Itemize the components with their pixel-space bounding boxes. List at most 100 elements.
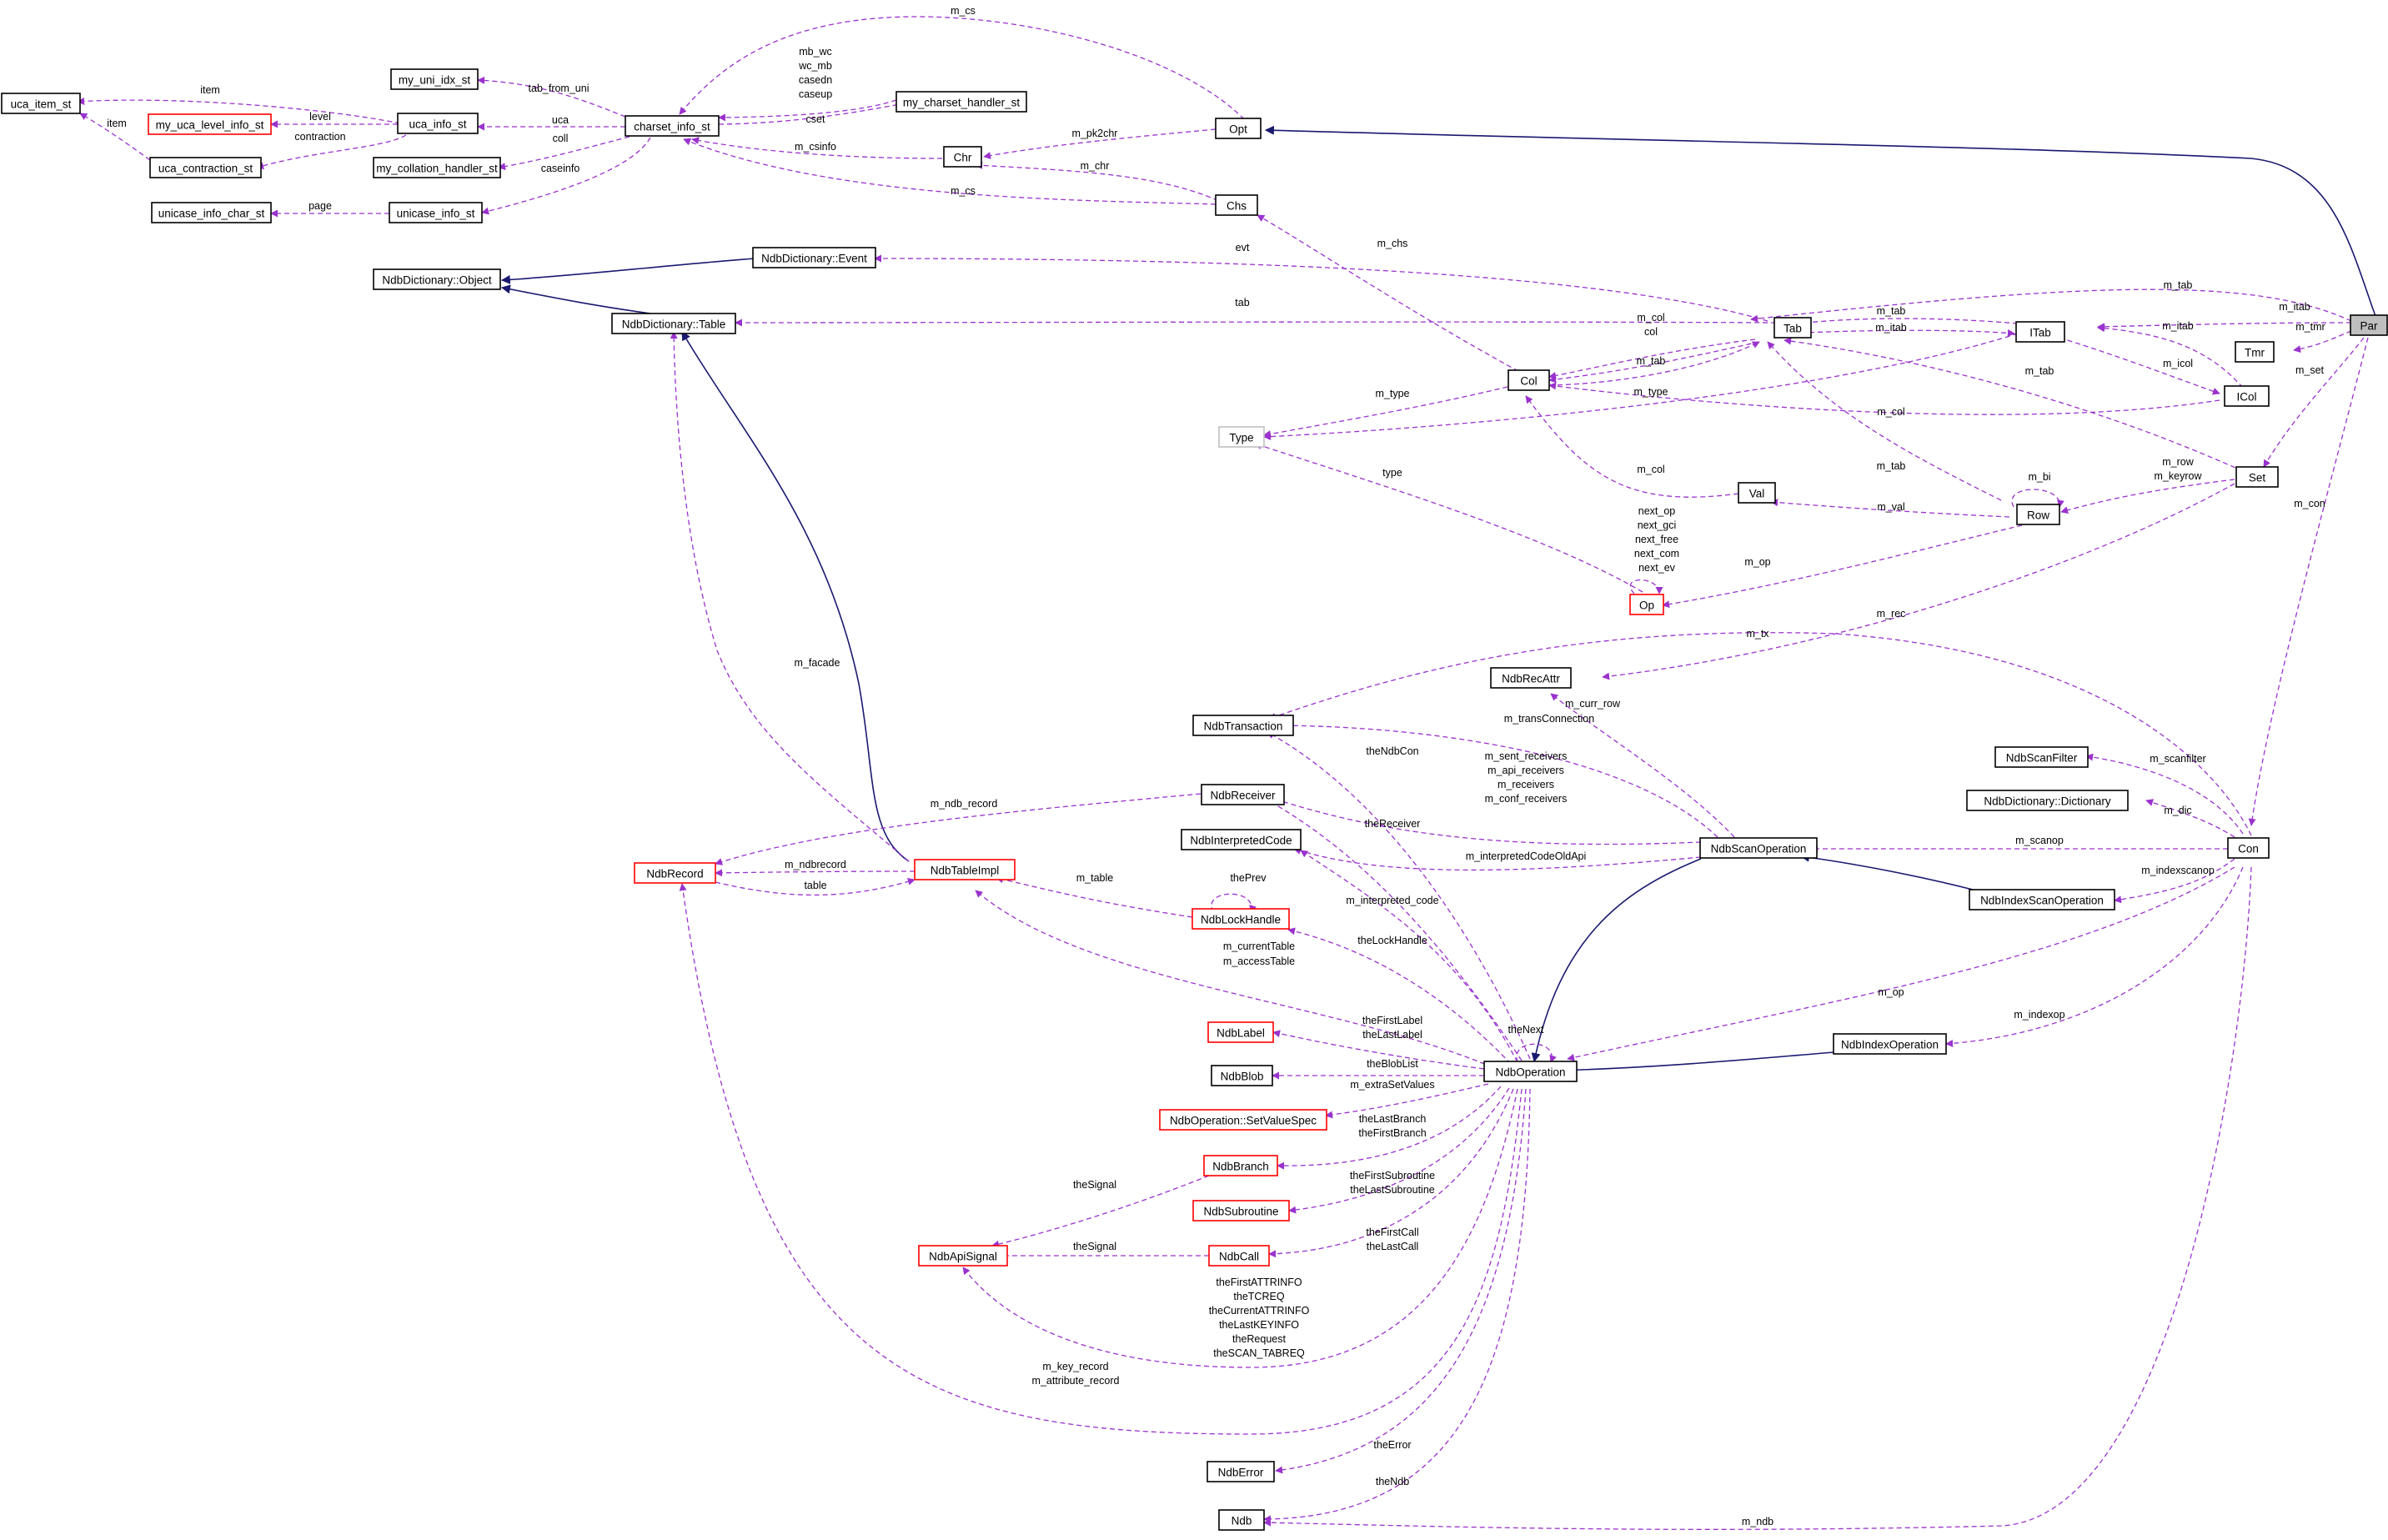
- class-node-ndbscanfilter[interactable]: NdbScanFilter: [1994, 746, 2089, 768]
- class-node-chs[interactable]: Chs: [1215, 194, 1258, 216]
- edge-label-m-chr: m_chr: [1081, 160, 1110, 172]
- class-node-ndbindexoperation[interactable]: NdbIndexOperation: [1833, 1033, 1947, 1055]
- class-node-label: Par: [2360, 320, 2378, 333]
- edge-label-m-api-receivers: m_api_receivers: [1487, 765, 1564, 776]
- class-node-ndblabel[interactable]: NdbLabel: [1207, 1021, 1274, 1043]
- class-node-ndbtransaction[interactable]: NdbTransaction: [1192, 715, 1294, 736]
- edge-evt: [874, 254, 1768, 322]
- class-node-itab[interactable]: ITab: [2015, 321, 2065, 343]
- edge-indexscanop-inherits-scanop: [1799, 852, 1977, 891]
- edge-label-m-scanop: m_scanop: [2015, 835, 2064, 846]
- edge-label-m-cs-chs: m_cs: [951, 185, 976, 197]
- class-node-uca-item-st[interactable]: uca_item_st: [1, 93, 81, 114]
- edge-label-m-scanfilter: m_scanfilter: [2150, 753, 2205, 765]
- class-node-ndb[interactable]: Ndb: [1218, 1509, 1265, 1531]
- class-node-ndboperation-setvaluespec[interactable]: NdbOperation::SetValueSpec: [1159, 1109, 1327, 1131]
- class-node-my-uca-level-info-st[interactable]: my_uca_level_info_st: [148, 113, 272, 135]
- class-node-tmr[interactable]: Tmr: [2235, 341, 2275, 363]
- class-node-box: [1490, 667, 1572, 689]
- class-node-op[interactable]: Op: [1629, 594, 1664, 615]
- edge-label-m-tx: m_tx: [1746, 628, 1769, 640]
- edge-m-icol: [2059, 337, 2220, 395]
- edge-m-tab-par: [1750, 288, 2352, 323]
- class-node-unicase-info-st[interactable]: unicase_info_st: [389, 202, 483, 223]
- class-node-ndbscanoperation[interactable]: NdbScanOperation: [1699, 837, 1818, 859]
- class-node-row[interactable]: Row: [2016, 504, 2060, 525]
- class-node-ndbsubroutine[interactable]: NdbSubroutine: [1192, 1200, 1290, 1221]
- class-node-ndbdictionary-object[interactable]: NdbDictionary::Object: [373, 268, 501, 290]
- edge-label-contraction: contraction: [294, 131, 345, 143]
- class-node-val[interactable]: Val: [1738, 482, 1776, 504]
- class-node-ndbdictionary-table[interactable]: NdbDictionary::Table: [611, 313, 736, 334]
- class-node-ndbdictionary-dictionary[interactable]: NdbDictionary::Dictionary: [1966, 790, 2129, 811]
- class-node-ndbblob[interactable]: NdbBlob: [1211, 1065, 1273, 1086]
- edge-label-next-ev: next_ev: [1638, 562, 1676, 574]
- class-node-box: [634, 862, 716, 884]
- class-node-label: NdbDictionary::Table: [622, 319, 726, 331]
- class-node-ndbcall[interactable]: NdbCall: [1208, 1245, 1270, 1267]
- edge-label-m-facade: m_facade: [795, 657, 840, 669]
- edge-label-theLastKEYINFO: theLastKEYINFO: [1219, 1319, 1299, 1331]
- class-node-ndboperation[interactable]: NdbOperation: [1483, 1061, 1578, 1082]
- edge-label-theSignal-branch: theSignal: [1073, 1179, 1116, 1191]
- edge-label-caseinfo: caseinfo: [541, 163, 580, 174]
- class-node-my-uni-idx-st[interactable]: my_uni_idx_st: [390, 68, 479, 90]
- class-node-label: NdbInterpretedCode: [1190, 835, 1292, 847]
- edge-label-m-val: m_val: [1877, 501, 1904, 513]
- class-node-unicase-info-char-st[interactable]: unicase_info_char_st: [151, 202, 272, 223]
- class-node-type[interactable]: Type: [1218, 426, 1265, 448]
- class-node-opt[interactable]: Opt: [1215, 118, 1262, 139]
- class-node-par[interactable]: Par: [2350, 314, 2388, 336]
- class-node-chr[interactable]: Chr: [943, 146, 982, 168]
- edge-label-m-csinfo: m_csinfo: [795, 141, 836, 153]
- edge-label-m-itab-par: m_itab: [2279, 301, 2310, 313]
- edge-m-indexscanop: [2114, 858, 2235, 904]
- class-node-ndbapisignal[interactable]: NdbApiSignal: [918, 1245, 1008, 1267]
- class-node-ndbrecord[interactable]: NdbRecord: [634, 862, 716, 884]
- class-node-charset-info-st[interactable]: charset_info_st: [625, 115, 720, 137]
- edge-m-val: [1770, 499, 2010, 518]
- class-node-my-charset-handler-st[interactable]: my_charset_handler_st: [896, 91, 1027, 113]
- class-node-uca-info-st[interactable]: uca_info_st: [397, 113, 479, 134]
- edge-m-table: [996, 875, 1193, 918]
- class-node-box: [1218, 1509, 1265, 1531]
- edge-label-m-ndb-record: m_ndb_record: [931, 798, 998, 810]
- edge-theSignal-branch: [991, 1175, 1210, 1248]
- class-node-box: [1211, 1065, 1273, 1086]
- class-node-uca-contraction-st[interactable]: uca_contraction_st: [149, 157, 262, 178]
- class-node-box: [1969, 889, 2115, 910]
- class-node-ndberror[interactable]: NdbError: [1207, 1461, 1275, 1482]
- edge-m-chr: [975, 161, 1227, 205]
- class-node-ndbdictionary-event[interactable]: NdbDictionary::Event: [752, 247, 876, 268]
- edge-label-m-rec: m_rec: [1877, 608, 1906, 620]
- class-node-ndblockhandle[interactable]: NdbLockHandle: [1191, 908, 1290, 930]
- class-node-ndbrecattr[interactable]: NdbRecAttr: [1490, 667, 1572, 689]
- class-node-set[interactable]: Set: [2235, 466, 2279, 488]
- class-node-icol[interactable]: ICol: [2224, 385, 2270, 407]
- edge-label-m-op-row: m_op: [1744, 556, 1770, 568]
- edge-m-extraSetValues: [1325, 1083, 1489, 1119]
- class-node-tab[interactable]: Tab: [1773, 317, 1812, 339]
- edge-m-tab-col: [1548, 341, 1760, 386]
- edge-records: [679, 883, 1523, 1435]
- edge-m-transConnection: [1268, 721, 1718, 838]
- edge-label-theLastBranch: theLastBranch: [1359, 1113, 1427, 1125]
- edge-label-cset: cset: [806, 113, 825, 125]
- class-node-ndbinterpretedcode[interactable]: NdbInterpretedCode: [1181, 829, 1302, 850]
- class-node-ndbtableimpl[interactable]: NdbTableImpl: [914, 859, 1016, 880]
- class-node-label: NdbError: [1218, 1467, 1264, 1479]
- class-node-con[interactable]: Con: [2227, 837, 2270, 859]
- class-node-box: [151, 202, 272, 223]
- class-node-ndbreceiver[interactable]: NdbReceiver: [1201, 784, 1285, 805]
- edge-receivers: [1258, 792, 1702, 845]
- class-node-ndbbranch[interactable]: NdbBranch: [1203, 1155, 1278, 1176]
- edge-m-op-row: [1662, 524, 2023, 609]
- edge-label-casedn: casedn: [799, 74, 832, 86]
- class-node-col[interactable]: Col: [1508, 369, 1550, 391]
- class-node-box: [389, 202, 483, 223]
- class-node-ndbindexscanoperation[interactable]: NdbIndexScanOperation: [1969, 889, 2115, 910]
- class-node-my-collation-handler-st[interactable]: my_collation_handler_st: [373, 157, 501, 178]
- edge-label-theNdb: theNdb: [1376, 1476, 1409, 1487]
- edge-m-set: [2263, 337, 2365, 468]
